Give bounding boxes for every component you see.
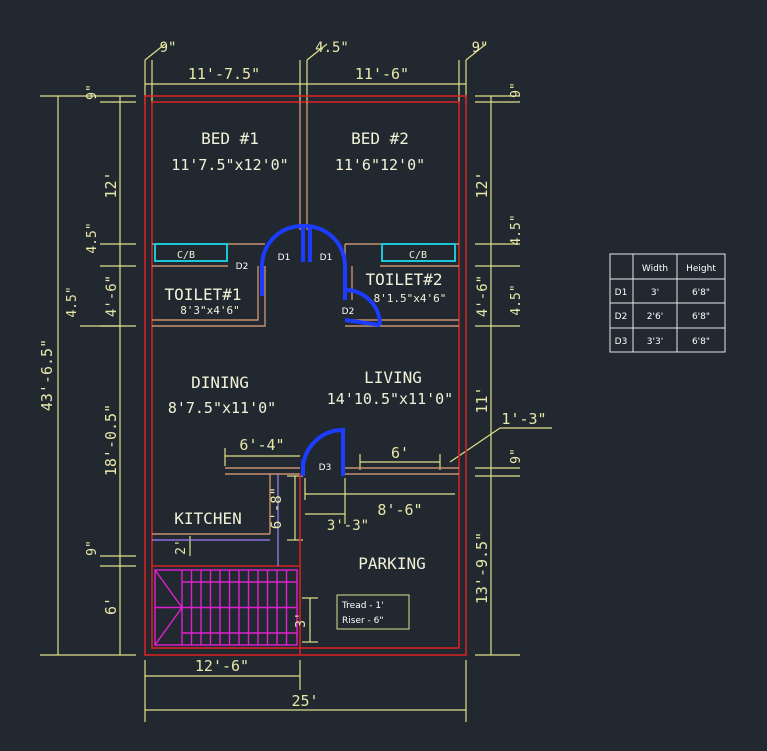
table-row-d1-height: 6'8" — [692, 288, 710, 298]
dim-right-toilet: 4'-6" — [475, 275, 491, 317]
stair-note-box — [336, 594, 410, 630]
toilet2-size: 8'1.5"x4'6" — [374, 292, 447, 305]
dim-left-bed: 12' — [102, 171, 120, 198]
dim-top-mid-wall: 4.5" — [315, 40, 349, 56]
table-row-d2-height: 6'8" — [692, 312, 710, 322]
stair-note-tread: Tread - 1' — [341, 601, 384, 611]
dim-left-top-wall: 9" — [85, 84, 100, 100]
cupboard-1-label: C/B — [177, 250, 195, 261]
dim-top-left-wall: 9" — [160, 40, 177, 56]
table-row-d3-width: 3'3' — [647, 337, 663, 347]
dim-left-wall-b: 4.5" — [65, 286, 80, 317]
dim-right-top-wall: 9" — [509, 82, 524, 98]
table-row-d3-name: D3 — [615, 337, 628, 347]
table-row-d2-name: D2 — [615, 312, 628, 322]
dim-kitchen-v: 6'-8" — [269, 487, 285, 529]
dim-kitchen-small: 2' — [174, 539, 189, 555]
dim-left-overall: 43'-6.5" — [38, 339, 56, 411]
dim-bottom-stair: 12'-6" — [195, 657, 249, 675]
dining-size: 8'7.5"x11'0" — [168, 399, 276, 417]
dim-right-wall-c: 9" — [509, 448, 524, 464]
table-row-d3-height: 6'8" — [692, 337, 710, 347]
dim-parking-w: 8'-6" — [377, 501, 422, 519]
cupboard-2-label: C/B — [409, 250, 427, 261]
dim-right-wall-a: 4.5" — [509, 214, 524, 245]
dim-left-toilet: 4'-6" — [104, 275, 120, 317]
dim-d3-w: 3'-3" — [327, 518, 369, 534]
door-d3-label: D3 — [319, 463, 332, 473]
dim-left-stair: 6' — [102, 597, 120, 615]
dim-left-wall-a: 4.5" — [85, 222, 100, 253]
living-name: LIVING — [364, 368, 422, 387]
door-d1-left-label: D1 — [278, 253, 291, 263]
dim-d3-right: 6' — [391, 444, 409, 462]
toilet1-size: 8'3"x4'6" — [180, 304, 240, 317]
door-d1-right-label: D1 — [320, 253, 333, 263]
toilet1-name: TOILET#1 — [164, 285, 241, 304]
table-row-d1-name: D1 — [615, 288, 628, 298]
dim-top-bed2: 11'-6" — [355, 65, 409, 83]
dim-d3-left: 6'-4" — [239, 436, 284, 454]
stair-note-riser: Riser - 6" — [342, 616, 384, 626]
bed1-name: BED #1 — [201, 129, 259, 148]
living-size: 14'10.5"x11'0" — [327, 390, 453, 408]
walls — [144, 95, 467, 656]
dim-right-bed: 12' — [473, 171, 491, 198]
dim-stair-small: 3' — [294, 612, 309, 628]
table-row-d2-width: 2'6' — [647, 312, 663, 322]
table-header-height: Height — [686, 264, 716, 274]
kitchen-name: KITCHEN — [174, 509, 241, 528]
door-d2-right-label: D2 — [342, 307, 355, 317]
bed1-size: 11'7.5"x12'0" — [171, 156, 288, 174]
bed2-size: 11'6"12'0" — [335, 156, 425, 174]
doors — [260, 223, 382, 476]
parking-name: PARKING — [358, 554, 425, 573]
dim-right-living: 11' — [473, 386, 491, 413]
dim-top-right-wall: 9" — [472, 40, 489, 56]
dim-right-offset: 1'-3" — [501, 410, 546, 428]
dimension-lines — [40, 43, 552, 722]
staircase — [154, 569, 298, 646]
bed2-name: BED #2 — [351, 129, 409, 148]
dim-top-bed1: 11'-7.5" — [188, 65, 260, 83]
cupboard-2 — [381, 243, 456, 262]
toilet2-name: TOILET#2 — [365, 270, 442, 289]
cupboard-1 — [154, 243, 228, 262]
dim-right-parking: 13'-9.5" — [473, 532, 491, 604]
table-row-d1-width: 3' — [651, 288, 659, 298]
dim-left-dining: 18'-0.5" — [102, 404, 120, 476]
door-d2-left-label: D2 — [236, 262, 249, 272]
dim-right-wall-b: 4.5" — [509, 284, 524, 315]
dining-name: DINING — [191, 373, 249, 392]
dim-left-kitchen-wall: 9" — [85, 540, 100, 556]
table-header-width: Width — [642, 264, 668, 274]
dim-bottom-overall: 25' — [291, 692, 318, 710]
